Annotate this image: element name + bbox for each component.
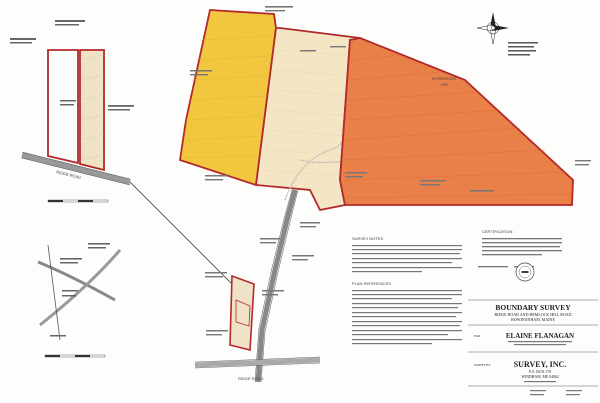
title-block: BOUNDARY SURVEY RIDGE ROAD AND HEMLOCK H… — [468, 299, 598, 396]
interstate-number: 295 — [441, 82, 448, 87]
inset-road-label: RIDGE ROAD — [56, 169, 82, 180]
inset2-line — [47, 244, 61, 341]
parcel-orange-hatch — [343, 54, 571, 199]
inset2-scale-bar — [44, 354, 106, 358]
inset2-road-2 — [39, 249, 122, 327]
firm-name: SURVEY, INC. — [514, 360, 567, 369]
parcel-yellow-hatch — [183, 35, 273, 159]
lower-lot-building — [235, 299, 251, 327]
inset-leader-line — [129, 181, 233, 285]
plan-references-heading: PLAN REFERENCES — [352, 281, 391, 286]
inset-scale-bar — [47, 199, 109, 203]
inset-subject-hatch — [79, 54, 105, 161]
survey-by-label: SURVEY BY — [474, 363, 491, 367]
surveyor-seal-icon — [515, 262, 535, 282]
access-drive-edge-2 — [254, 189, 293, 383]
plan-subtitle-2: BOWDOINHAM, MAINE — [511, 317, 555, 323]
inset-neighbor-lot — [47, 49, 79, 165]
access-drive-edge — [260, 189, 299, 383]
north-arrow-icon — [476, 12, 509, 45]
survey-notes-text — [352, 245, 462, 273]
survey-notes-heading: SURVEY NOTES — [352, 236, 384, 241]
for-label: FOR — [474, 334, 480, 338]
main-annotations — [190, 6, 591, 336]
inset-road-edge-2 — [21, 157, 131, 186]
ridge-road-edges — [194, 356, 321, 369]
parcel-cream-hatch — [263, 49, 357, 177]
plan-title: BOUNDARY SURVEY — [495, 303, 571, 312]
interstate-label: INTERSTATE — [432, 76, 457, 81]
inset2-road — [37, 260, 116, 302]
parcel-orange — [339, 37, 574, 206]
ridge-road — [194, 357, 321, 368]
inset-road-band — [21, 152, 131, 185]
firm-address-1: P.O. BOX 170 — [529, 370, 551, 374]
plan-subtitle-1: RIDGE ROAD AND HEMLOCK HILL ROAD — [494, 312, 571, 317]
inset-subject-lot — [79, 49, 105, 172]
access-drive — [255, 189, 298, 383]
certification-heading: CERTIFICATION: — [482, 229, 513, 234]
firm-address-2: WINDHAM, ME 04062 — [521, 375, 558, 380]
north-arrow-note — [508, 42, 538, 56]
certification-text — [478, 238, 562, 268]
inset-annotations — [10, 20, 134, 111]
inset-bottom-left — [37, 243, 122, 358]
client-name: ELAINE FLANAGAN — [506, 332, 574, 340]
parcel-lower-lot — [229, 274, 255, 352]
inset-road-edge-1 — [21, 151, 131, 180]
plan-references-text — [352, 290, 462, 345]
ridge-road-label: RIDGE ROAD — [238, 376, 263, 381]
inset-top-left: RIDGE ROAD — [10, 20, 134, 203]
